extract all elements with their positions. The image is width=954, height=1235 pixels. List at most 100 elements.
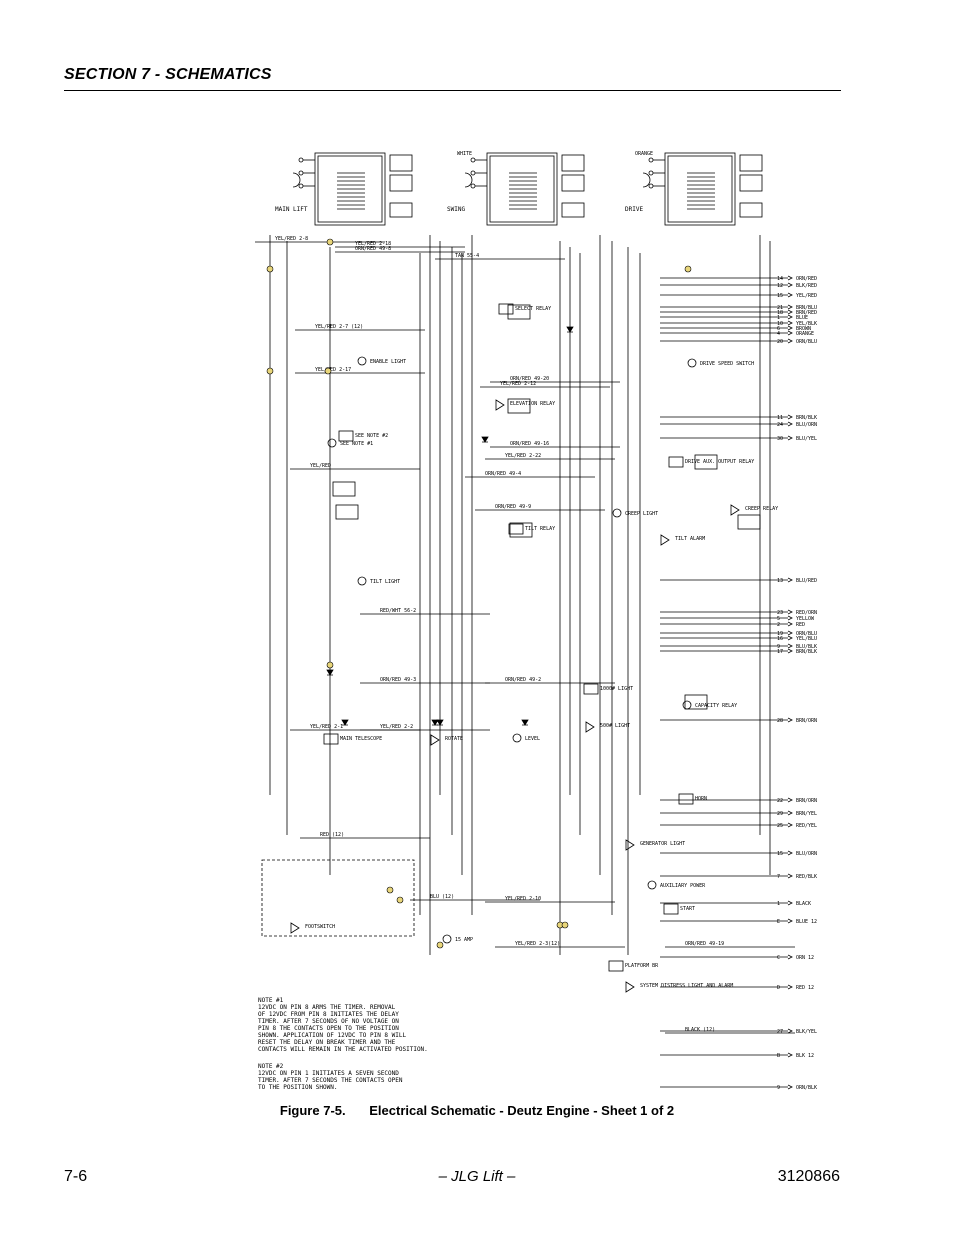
terminal-number: 20 — [777, 339, 783, 345]
controller-module — [486, 152, 558, 226]
wire-label: ORN/RED 49-9 — [495, 504, 531, 510]
component-symbol — [687, 358, 697, 368]
component-symbol — [682, 700, 692, 710]
input-pin — [470, 170, 476, 176]
terminal-number: 18 — [777, 310, 783, 316]
wire-label: BLACK (12) — [685, 1027, 715, 1033]
note-line: CONTACTS WILL REMAIN IN THE ACTIVATED PO… — [258, 1046, 428, 1053]
wire-label: ORN/RED 49-20 — [510, 376, 549, 382]
module-output-block — [739, 174, 763, 192]
component-label: ELEVATION RELAY — [510, 401, 555, 407]
terminal-arrow — [787, 984, 793, 990]
terminal-number: 23 — [777, 610, 783, 616]
component-label: PLATFORM BR — [625, 963, 659, 969]
terminal-arrow — [787, 621, 793, 627]
terminal-label: BLK/RED — [796, 283, 817, 289]
terminal-number: 4 — [777, 331, 780, 337]
module-label: DRIVE — [625, 206, 643, 213]
component-label: TILT LIGHT — [370, 579, 400, 585]
component-symbol — [430, 734, 440, 746]
module-output-block — [561, 174, 585, 192]
junction-node — [266, 265, 274, 273]
module-aux-block — [389, 202, 413, 218]
junction-node — [326, 661, 334, 669]
footer-brand: – JLG Lift – — [438, 1168, 516, 1185]
terminal-label: BLUE — [796, 315, 808, 321]
terminal-number: 9 — [777, 1085, 780, 1091]
figure-caption: Figure 7-5. Electrical Schematic - Deutz… — [0, 1103, 954, 1118]
terminal-arrow — [787, 309, 793, 315]
terminal-arrow — [787, 314, 793, 320]
relay-block — [694, 454, 718, 470]
terminal-number: 7 — [777, 874, 780, 880]
terminal-arrow — [787, 1084, 793, 1090]
terminal-number: 19 — [777, 631, 783, 637]
module-aux-block — [739, 202, 763, 218]
component-label: LEVEL — [525, 736, 540, 742]
module-output-block — [561, 154, 585, 172]
terminal-number: 27 — [777, 1029, 783, 1035]
potentiometer-symbol — [292, 172, 301, 188]
wire-label: YEL/RED 2-7 (12) — [315, 324, 363, 330]
component-label: CREEP RELAY — [745, 506, 778, 512]
terminal-number: 2 — [777, 622, 780, 628]
wire-label: YEL/RED — [310, 463, 331, 469]
junction-node — [561, 921, 569, 929]
controller-module — [664, 152, 736, 226]
terminal-arrow — [787, 900, 793, 906]
terminal-arrow — [787, 918, 793, 924]
figure-number: Figure 7-5. — [279, 1103, 346, 1118]
terminal-number: 24 — [777, 422, 783, 428]
terminal-label: BLK 12 — [796, 1053, 814, 1059]
note-line: RESET THE DELAY ON BREAK TIMER AND THE — [258, 1039, 396, 1046]
controller-module — [314, 152, 386, 226]
diode-symbol — [481, 436, 489, 443]
module-wire-color: ORANGE — [635, 151, 653, 157]
component-label: 1000# LIGHT — [600, 686, 633, 692]
relay-block — [684, 694, 708, 710]
component-symbol — [625, 981, 635, 993]
terminal-arrow — [787, 275, 793, 281]
junction-node — [684, 265, 692, 273]
document-number: 3120866 — [777, 1168, 840, 1185]
wire-label: YEL/RED 2-2 — [380, 724, 413, 730]
terminal-label: BLUE 12 — [796, 919, 817, 925]
terminal-label: BRN/BLU — [796, 305, 817, 311]
terminal-arrow — [787, 810, 793, 816]
junction-node — [436, 941, 444, 949]
terminal-number: 11 — [777, 415, 783, 421]
component-symbol — [583, 683, 599, 695]
wire-label: YEL/RED 2-17 — [315, 367, 351, 373]
terminal-label: BLU/ORN — [796, 422, 817, 428]
component-symbol — [495, 399, 505, 411]
wire-label: ORN/RED 49-19 — [685, 941, 724, 947]
terminal-arrow — [787, 717, 793, 723]
terminal-number: 13 — [777, 578, 783, 584]
component-label: 500# LIGHT — [600, 723, 630, 729]
note-line: PIN 8 THE CONTACTS OPEN TO THE POSITION — [258, 1025, 399, 1032]
terminal-label: BLACK — [796, 901, 811, 907]
terminal-label: BRN/ORN — [796, 718, 817, 724]
terminal-number: 5 — [777, 616, 780, 622]
component-label: START — [680, 906, 695, 912]
terminal-label: BRN/YEL — [796, 811, 817, 817]
input-pin — [298, 183, 304, 189]
terminal-label: BLU/RED — [796, 578, 817, 584]
component-symbol — [625, 839, 635, 851]
component-label: GENERATOR LIGHT — [640, 841, 685, 847]
section-title: SECTION 7 - SCHEMATICS — [64, 66, 272, 83]
footswitch-box — [261, 859, 415, 937]
component-symbol — [338, 430, 354, 442]
header-rule — [64, 90, 841, 91]
component-label: CAPACITY RELAY — [695, 703, 737, 709]
terminal-arrow — [787, 822, 793, 828]
terminal-number: 10 — [777, 321, 783, 327]
controller-module-inner — [667, 155, 733, 223]
relay-block — [507, 398, 531, 414]
terminal-number: 17 — [777, 649, 783, 655]
wire-label: YEL/RED 2-10 — [505, 896, 541, 902]
wire-label: YEL/RED 2-1 — [310, 724, 343, 730]
junction-node — [326, 238, 334, 246]
terminal-arrow — [787, 643, 793, 649]
wire-label: RED/WHT 56-2 — [380, 608, 416, 614]
